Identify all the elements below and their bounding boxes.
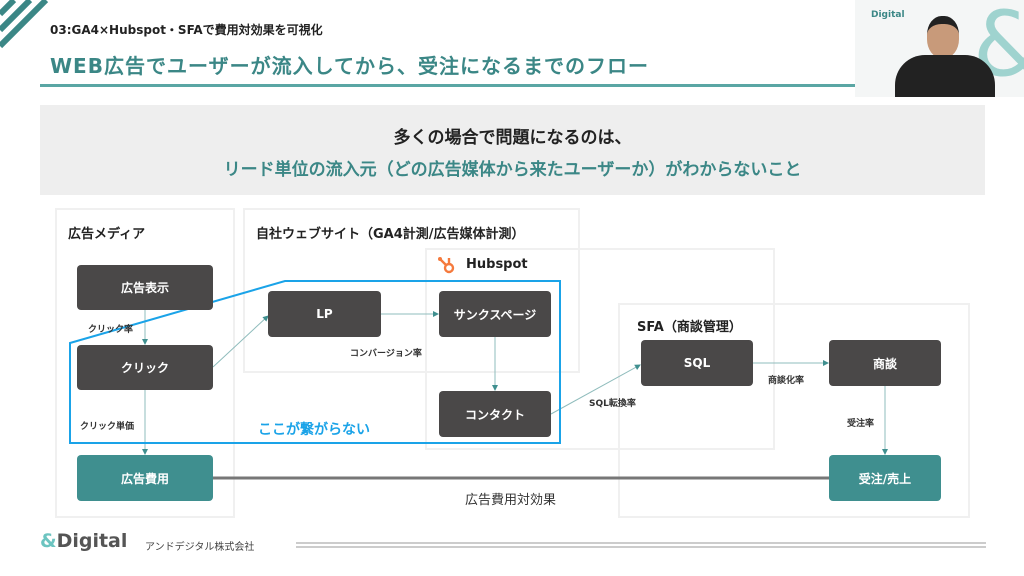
panel-ad-media-title: 広告メディア [68, 227, 146, 242]
panel-website-title: 自社ウェブサイト（GA4計測/広告媒体計測） [256, 227, 525, 242]
webcam-logo: Digital [871, 10, 905, 20]
banner-line2: リード単位の流入元（どの広告媒体から来たユーザーか）がわからないこと [223, 160, 802, 180]
footer-company: アンドデジタル株式会社 [145, 542, 255, 553]
panel-hubspot [425, 248, 775, 450]
problem-banner: 多くの場合で問題になるのは、 リード単位の流入元（どの広告媒体から来たユーザーか… [40, 105, 985, 195]
page-title: WEB広告でユーザーが流入してから、受注になるまでのフロー [50, 54, 649, 78]
node-lp: LP [268, 291, 381, 337]
node-sql: SQL [641, 340, 753, 386]
panel-hubspot-title: Hubspot [466, 257, 528, 272]
presenter-body [895, 55, 995, 97]
panel-sfa-title: SFA（商談管理） [637, 320, 742, 335]
title-underline [40, 84, 855, 87]
callout-disconnected: ここが繋がらない [258, 422, 370, 438]
label-roas: 広告費用対効果 [465, 493, 557, 508]
label-sql-rate: SQL転換率 [589, 399, 636, 409]
webcam-feed: Digital & [855, 0, 1024, 97]
node-ad-cost: 広告費用 [77, 455, 213, 501]
corner-stripes [0, 0, 49, 49]
panel-ad-media [55, 208, 235, 518]
node-click: クリック [77, 345, 213, 390]
node-ad-display: 広告表示 [77, 265, 213, 310]
label-deal-rate: 商談化率 [768, 376, 805, 386]
label-order-rate: 受注率 [847, 419, 875, 429]
node-thanks-page: サンクスページ [439, 291, 551, 337]
section-subtitle: 03:GA4×Hubspot・SFAで費用対効果を可視化 [50, 23, 323, 37]
label-ctr: クリック率 [88, 325, 134, 335]
label-cpc: クリック単価 [80, 422, 135, 432]
node-deal: 商談 [829, 340, 941, 386]
node-contact: コンタクト [439, 391, 551, 437]
panel-sfa [618, 303, 970, 518]
panel-website [243, 208, 580, 373]
hubspot-icon [438, 257, 455, 274]
footer-rule [296, 542, 986, 548]
label-cvr: コンバージョン率 [350, 349, 422, 359]
banner-line1: 多くの場合で問題になるのは、 [393, 128, 632, 148]
footer-logo-text: Digital [56, 530, 128, 552]
footer-logo: &Digital [40, 530, 128, 552]
presenter-head [927, 16, 959, 58]
node-order: 受注/売上 [829, 455, 941, 501]
